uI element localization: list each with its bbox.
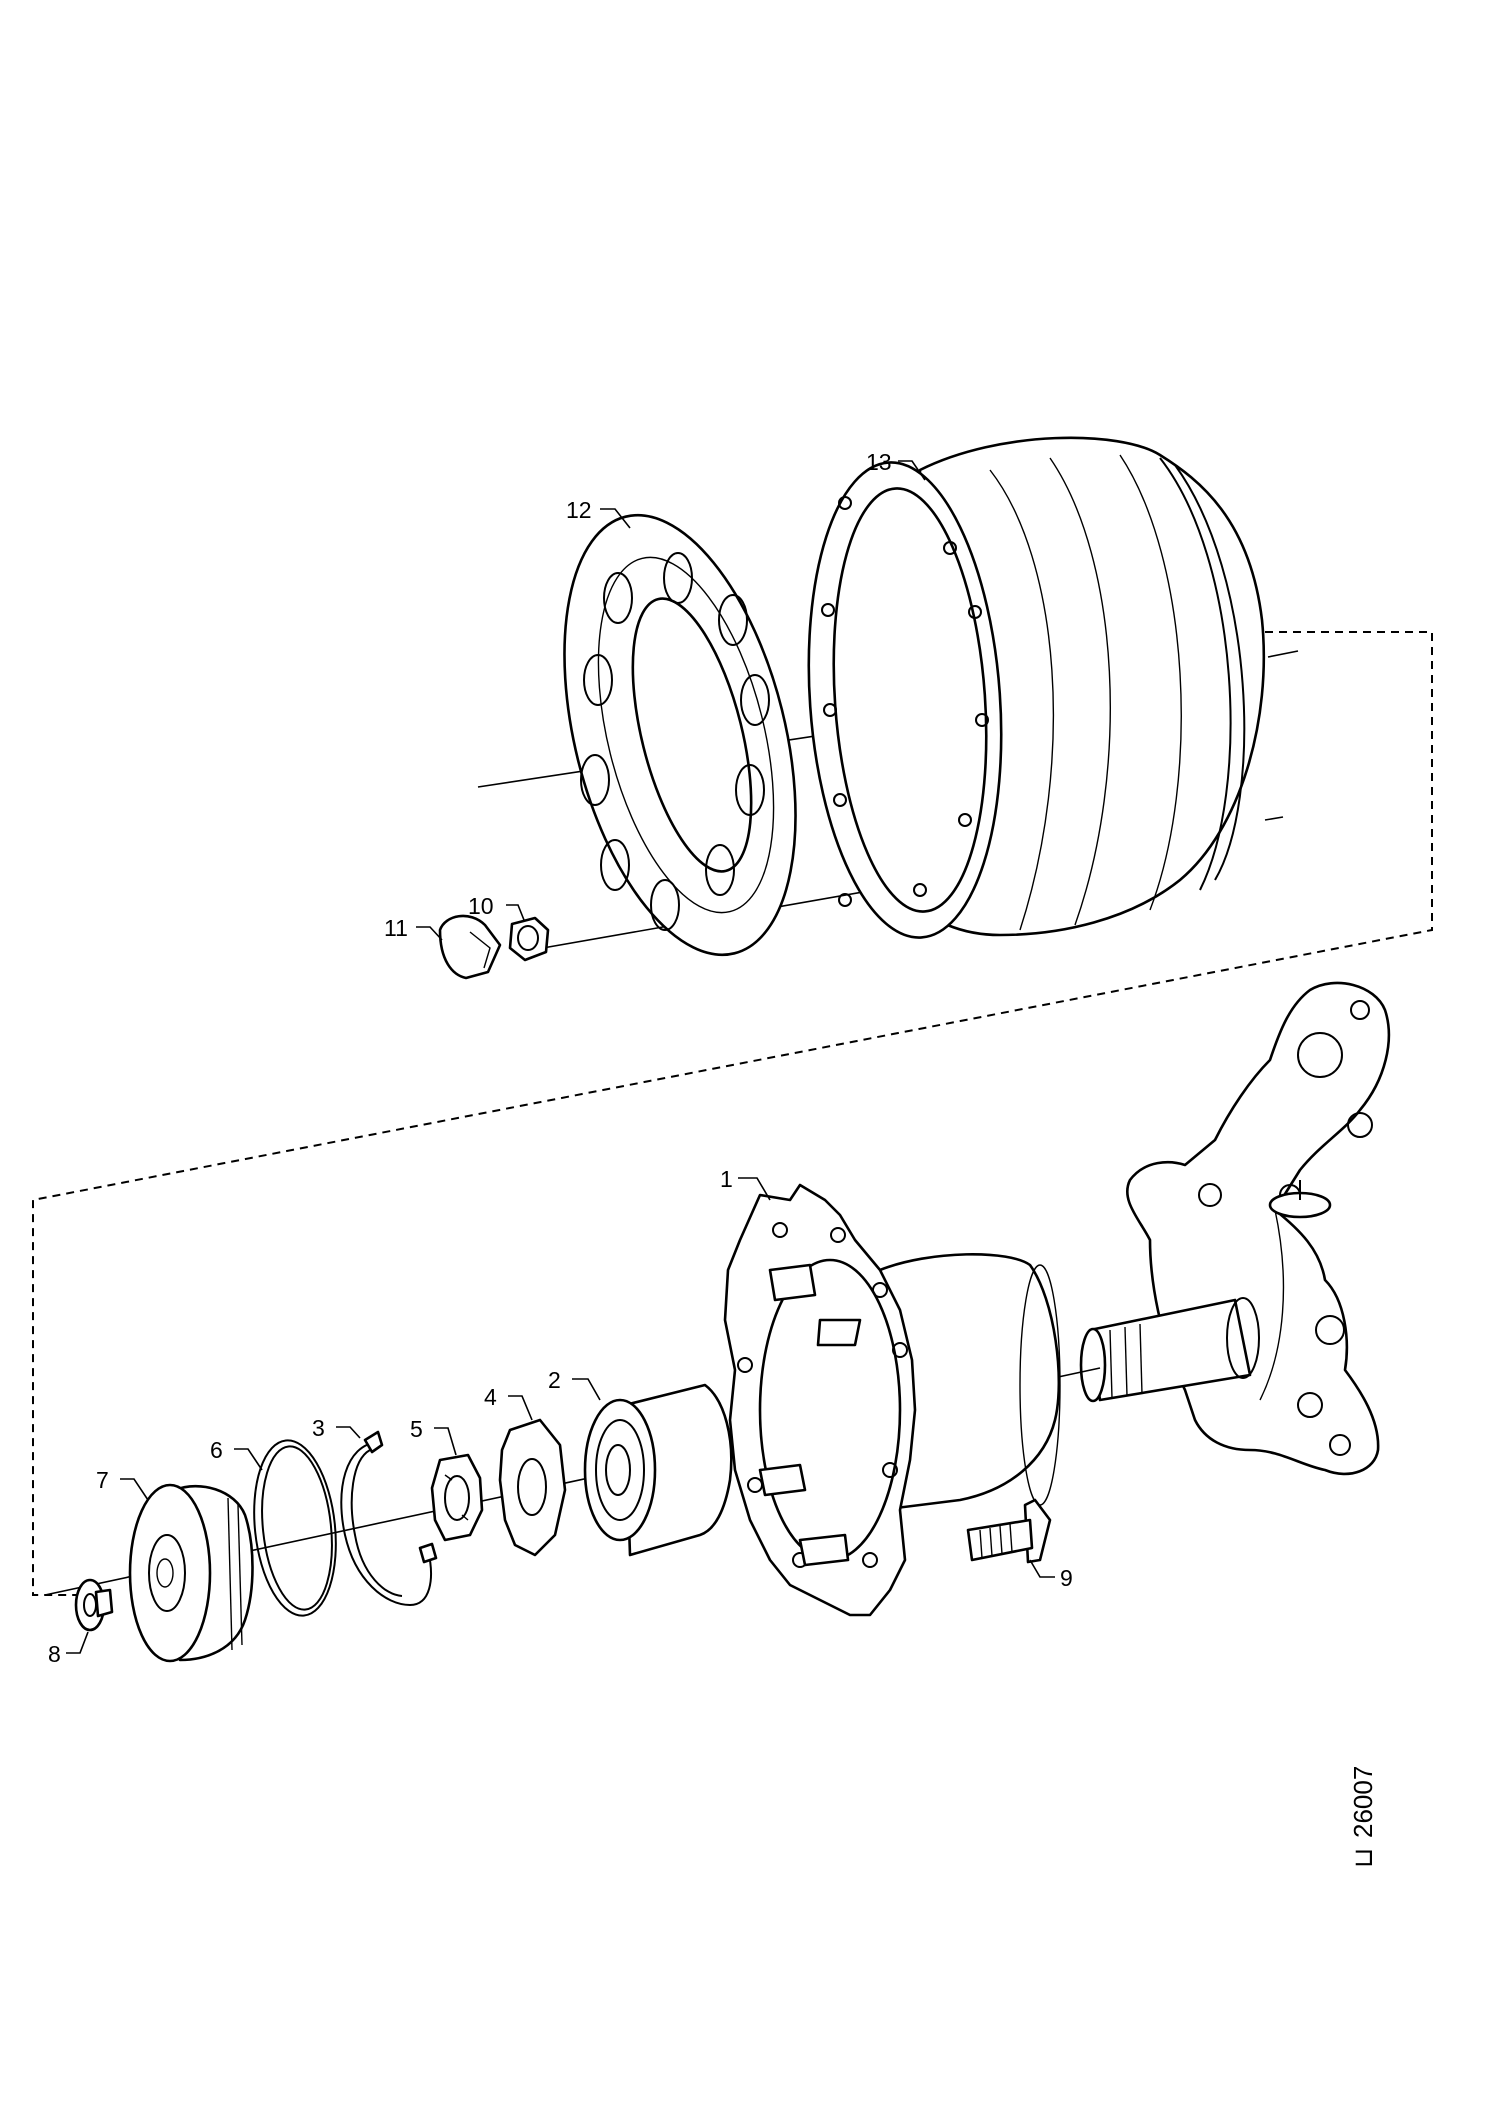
circlip	[340, 1430, 438, 1607]
axle-nut	[430, 1453, 484, 1542]
callout-9: 9	[1060, 1565, 1073, 1591]
figure-mark: ⊔	[1348, 1848, 1378, 1868]
wheel-stud	[966, 1498, 1052, 1564]
brake-drum	[807, 436, 1266, 939]
leader-lines	[66, 460, 1055, 1654]
plug	[74, 1578, 114, 1632]
callout-12: 12	[566, 497, 592, 523]
callout-1: 1	[720, 1166, 733, 1192]
figure-reference: ⊔ 26007	[1348, 1766, 1378, 1868]
o-ring	[253, 1439, 337, 1617]
callout-3: 3	[312, 1415, 325, 1441]
callout-5: 5	[410, 1416, 423, 1442]
lock-washer	[498, 1418, 567, 1557]
hub-cap	[128, 1483, 254, 1663]
bearing-unit	[583, 1383, 733, 1557]
callout-10: 10	[468, 893, 494, 919]
cap-nut	[438, 914, 502, 980]
wheel-hub	[723, 1183, 1061, 1617]
callout-4: 4	[484, 1384, 497, 1410]
callout-6: 6	[210, 1437, 223, 1463]
wheel-nut	[508, 916, 550, 962]
figure-number: 26007	[1348, 1766, 1378, 1838]
callout-2: 2	[548, 1367, 561, 1393]
callout-13: 13	[866, 449, 892, 475]
callout-7: 7	[96, 1467, 109, 1493]
wheel-rim-disc	[563, 513, 797, 957]
callout-labels: 1 2 3 4 5 6 7 8 9 10 11 12 13	[48, 449, 1073, 1667]
callout-11: 11	[384, 915, 408, 941]
callout-8: 8	[48, 1641, 61, 1667]
steering-knuckle	[1079, 981, 1391, 1476]
